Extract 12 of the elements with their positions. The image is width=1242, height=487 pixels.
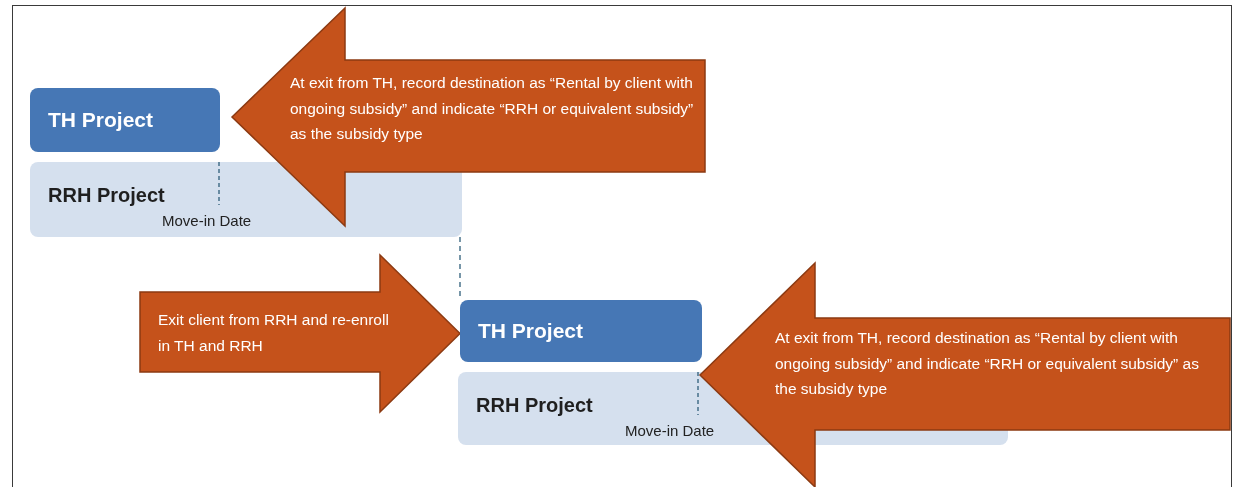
process-box bbox=[30, 88, 220, 152]
callout-arrow bbox=[140, 255, 460, 412]
box-title: TH Project bbox=[48, 108, 154, 132]
callout-text: At exit from TH, record destination as “Rental by client with ongoing subsidy” and indicate “RRH or equivalent subsidy” as the subsidy type bbox=[290, 73, 695, 145]
date-label: Move-in Date bbox=[625, 422, 715, 439]
callout-text: At exit from TH, record destination as “Rental by client with ongoing subsidy” and indicate “RRH or equivalent subsidy” as the subsidy type bbox=[775, 328, 1200, 400]
box-title: RRH Project bbox=[476, 394, 593, 417]
callout-text: Exit client from RRH and re-enroll in TH and RRH bbox=[158, 310, 390, 356]
date-label: Move-in Date bbox=[162, 212, 252, 229]
box-title: RRH Project bbox=[48, 184, 165, 207]
box-title: TH Project bbox=[478, 319, 584, 343]
process-box bbox=[460, 300, 702, 362]
